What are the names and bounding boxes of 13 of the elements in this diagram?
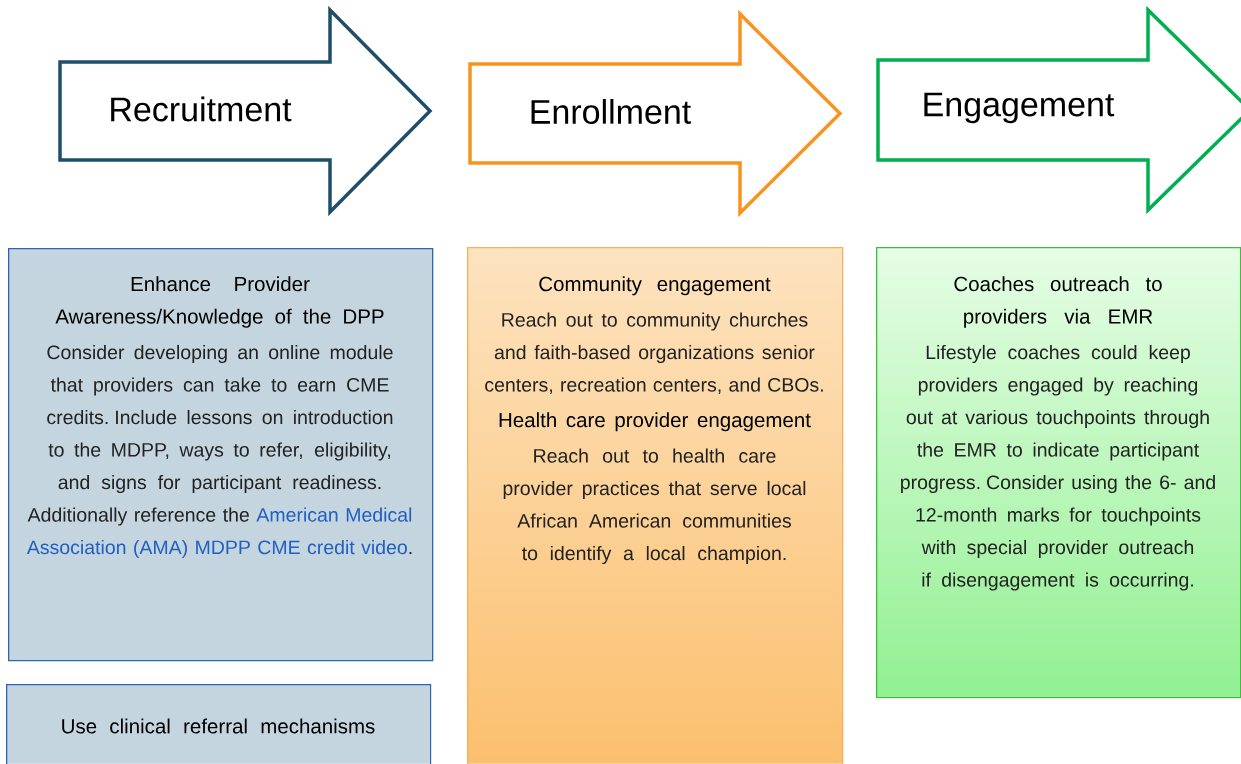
info-box — [467, 247, 844, 764]
box-text: Lifestyle coaches could keep providers engaged by reaching out at various touchpoints through the EMR to indicate participant progress. Consider using the 6- and 12-month marks for touchpoints with special provider outreach if disengagement is occurring. — [901, 344, 1215, 591]
info-box — [8, 248, 434, 662]
info-box — [6, 684, 432, 764]
box-text: Consider developing an online module that providers can take to earn CME credits. Include lessons on introduction to the MDPP, ways to refer, eligibility, and signs for participant readiness. Additionally reference the American Medical Association (AMA) MDPP CME credit video. — [26, 344, 412, 559]
box-text: Reach out to health care provider practices that serve local African American communities to identify a local champion. — [503, 448, 806, 565]
box-heading: Use clinical referral mechanisms — [62, 718, 375, 734]
box-heading: Community engagement — [539, 276, 771, 296]
info-box — [876, 247, 1241, 699]
box-text: Reach out to community churches and faith-based organizations senior centers, recreation centers, and CBOs. — [485, 312, 823, 395]
box-heading: Coaches outreach to providers via EMR — [954, 276, 1162, 328]
box-heading: Health care provider engagement — [499, 412, 811, 432]
box-heading: Enhance Provider Awareness/Knowledge of the DPP — [55, 276, 384, 328]
